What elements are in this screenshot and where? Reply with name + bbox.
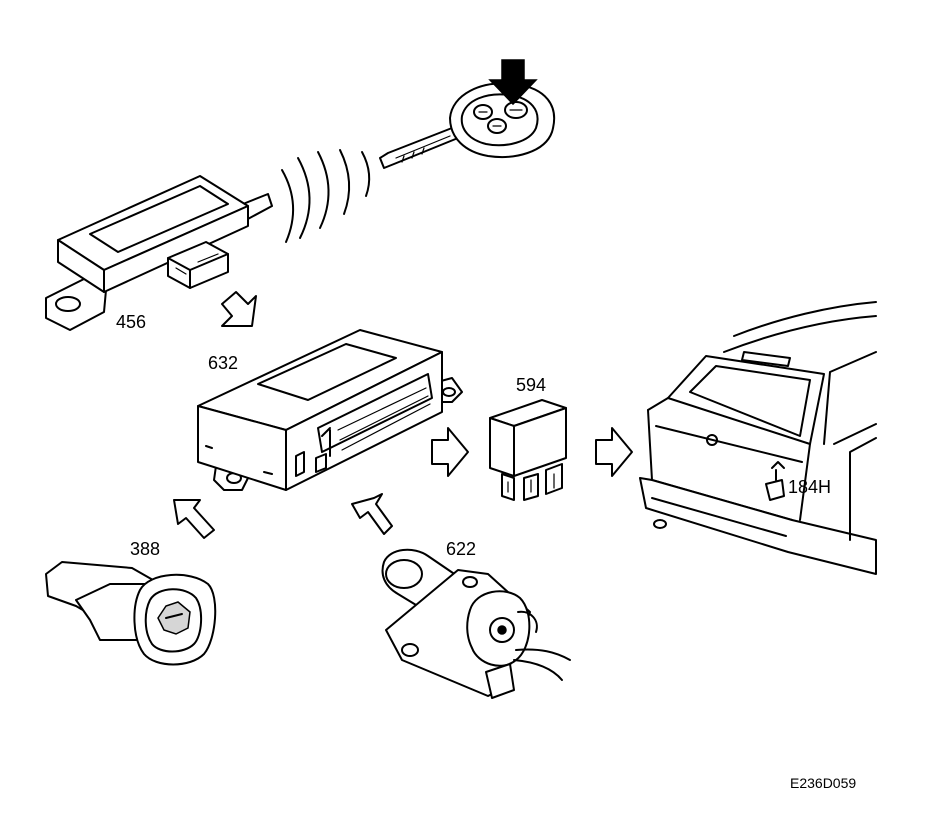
label-control-module-632: 632: [208, 353, 239, 373]
label-lock-cylinder-622: 622: [446, 539, 477, 559]
ignition-switch-icon: [45, 561, 217, 666]
flow-arrow-icon: [351, 493, 393, 535]
flow-arrow-icon: [595, 427, 633, 477]
push-arrow-icon: [488, 59, 538, 106]
flow-arrow-icon: [173, 499, 215, 539]
label-ignition-switch-388: 388: [130, 539, 161, 559]
figure-code: E236D059: [790, 775, 857, 791]
label-car-184h: 184H: [788, 477, 832, 497]
antenna-module-icon: [45, 175, 273, 331]
signal-waves-icon: [281, 149, 371, 243]
label-antenna-456: 456: [116, 312, 147, 332]
flow-arrow-icon: [431, 427, 469, 477]
car-rear-icon: [639, 301, 877, 575]
relay-icon: [489, 399, 567, 501]
key-fob-icon: [379, 82, 556, 169]
control-module-icon: [197, 329, 463, 491]
lock-cylinder-icon: [381, 548, 571, 699]
label-relay-594: 594: [516, 375, 547, 395]
flow-arrow-icon: [221, 291, 257, 327]
